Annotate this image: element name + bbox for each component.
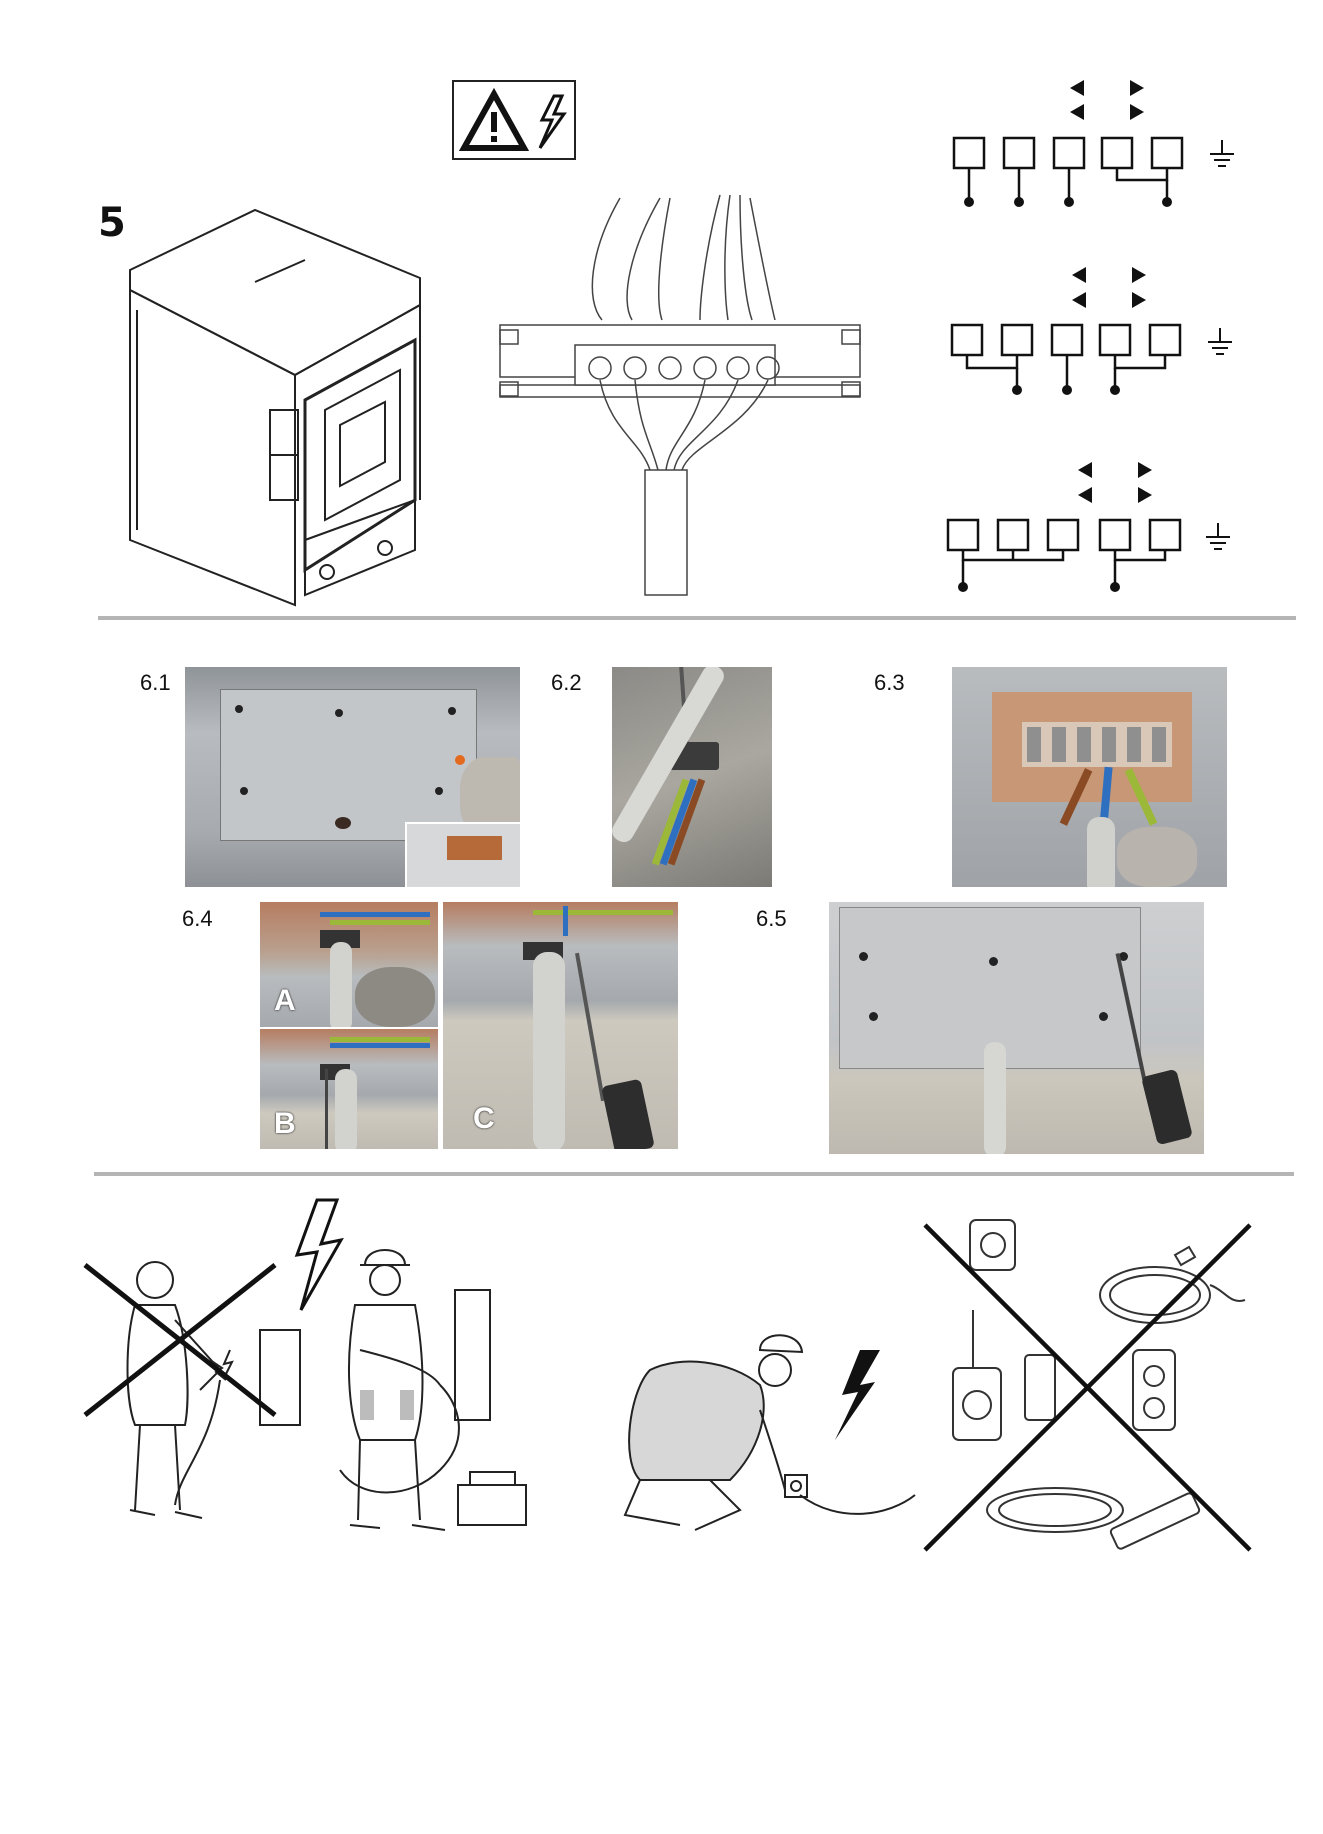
terminal-block-diagram xyxy=(490,190,910,610)
no-adapters-or-extension-cords-illustration xyxy=(915,1210,1255,1560)
photo-6-4-step-a: A xyxy=(260,902,438,1027)
sub-label-c: C xyxy=(473,1102,495,1136)
wiring-configurations-diagram xyxy=(940,70,1240,600)
sub-label-a: A xyxy=(274,984,296,1018)
electrician-at-socket-illustration xyxy=(610,1330,950,1550)
sub-label-b: B xyxy=(274,1107,296,1141)
arrow-left-icon xyxy=(1070,80,1084,96)
label-6-3: 6.3 xyxy=(874,670,905,696)
photo-6-1-rear-panel-removal xyxy=(185,667,520,887)
electrical-warning-sign xyxy=(452,80,576,160)
lightning-icon xyxy=(454,82,578,162)
photo-6-4-step-b: B xyxy=(260,1029,438,1149)
lightning-icon xyxy=(835,1350,880,1440)
label-6-1: 6.1 xyxy=(140,670,171,696)
label-6-4: 6.4 xyxy=(182,906,213,932)
label-6-2: 6.2 xyxy=(551,670,582,696)
arrow-right-icon xyxy=(1130,80,1144,96)
photo-6-2-cable-clamp xyxy=(612,667,772,887)
section-divider-bottom xyxy=(94,1172,1294,1176)
qualified-electrician-illustration xyxy=(320,1240,550,1540)
section-divider-top xyxy=(98,616,1296,620)
ground-symbol-icon xyxy=(1206,140,1234,549)
photo-6-4-step-c: C xyxy=(443,902,678,1149)
oven-rear-view-illustration xyxy=(115,200,435,600)
label-6-5: 6.5 xyxy=(756,906,787,932)
photo-6-5-refit-panel xyxy=(829,902,1204,1154)
untrained-person-crossed-out-illustration xyxy=(80,1250,310,1530)
photo-6-3-terminal-connection xyxy=(952,667,1227,887)
